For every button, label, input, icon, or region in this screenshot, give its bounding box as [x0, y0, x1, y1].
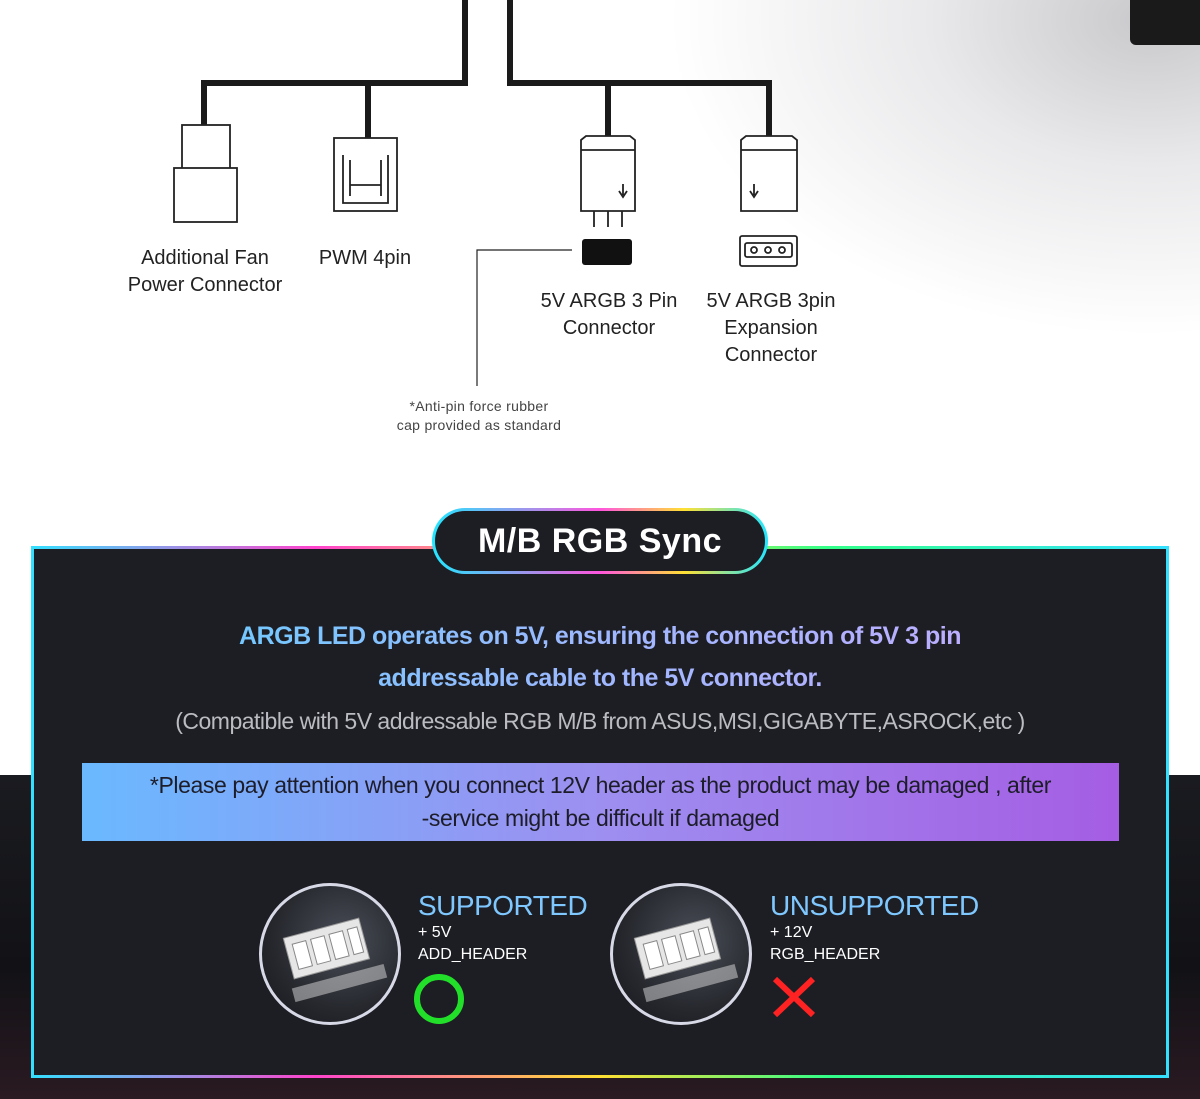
cable-lines	[201, 0, 772, 140]
supported-header-name: ADD_HEADER	[418, 946, 528, 963]
connector-diagram	[173, 0, 798, 386]
supported-header-photo	[259, 883, 401, 1025]
headline-line2: addressable cable to the 5V connector.	[60, 657, 1140, 699]
note-line1: *Anti-pin force rubber	[409, 398, 549, 414]
note-line2: cap provided as standard	[396, 417, 562, 433]
device-corner-image	[1130, 0, 1200, 45]
label-argb-3pin: 5V ARGB 3 Pin Connector	[530, 288, 688, 342]
label-argb-line1: 5V ARGB 3 Pin	[540, 290, 678, 312]
label-fan-power-line2: Power Connector	[127, 274, 283, 296]
supported-check-circle-icon	[414, 974, 464, 1024]
label-pwm-line1: PWM 4pin	[318, 247, 412, 269]
label-fan-power: Additional Fan Power Connector	[110, 245, 300, 299]
headline-line1: ARGB LED operates on 5V, ensuring the co…	[60, 615, 1140, 657]
unsupported-header-photo	[610, 883, 752, 1025]
unsupported-title: UNSUPPORTED	[770, 890, 979, 921]
rgb-sync-title: M/B RGB Sync	[477, 521, 723, 560]
motherboard-header-icon	[633, 917, 739, 1003]
note-leader-line	[476, 249, 572, 386]
supported-title: SUPPORTED	[418, 890, 588, 921]
unsupported-x-icon	[772, 976, 816, 1018]
compatibility-text: (Compatible with 5V addressable RGB M/B …	[175, 708, 1025, 734]
pwm-4pin-connector-icon	[333, 137, 398, 212]
label-expansion-line1: 5V ARGB 3pin	[706, 290, 836, 312]
argb-3pin-connector-icon	[580, 135, 636, 227]
label-expansion-line3: Connector	[724, 344, 818, 366]
warning-banner: *Please pay attention when you connect 1…	[82, 763, 1119, 841]
rubber-cap-note: *Anti-pin force rubber cap provided as s…	[370, 397, 588, 435]
rgb-sync-title-badge: M/B RGB Sync	[432, 508, 768, 574]
label-argb-expansion: 5V ARGB 3pin Expansion Connector	[695, 288, 847, 369]
fan-power-connector-icon	[173, 124, 238, 223]
argb-expansion-connector-icon	[739, 135, 798, 267]
unsupported-header-name: RGB_HEADER	[770, 946, 881, 963]
motherboard-header-icon	[282, 917, 388, 1003]
warning-line2: -service might be difficult if damaged	[421, 805, 780, 831]
label-argb-line2: Connector	[562, 317, 656, 339]
label-expansion-line2: Expansion	[724, 317, 818, 339]
supported-voltage: + 5V	[418, 924, 452, 941]
label-fan-power-line1: Additional Fan	[141, 247, 269, 269]
label-pwm: PWM 4pin	[300, 245, 430, 272]
warning-line1: *Please pay attention when you connect 1…	[149, 772, 1052, 798]
rubber-cap-icon	[582, 239, 632, 265]
unsupported-voltage: + 12V	[770, 924, 813, 941]
